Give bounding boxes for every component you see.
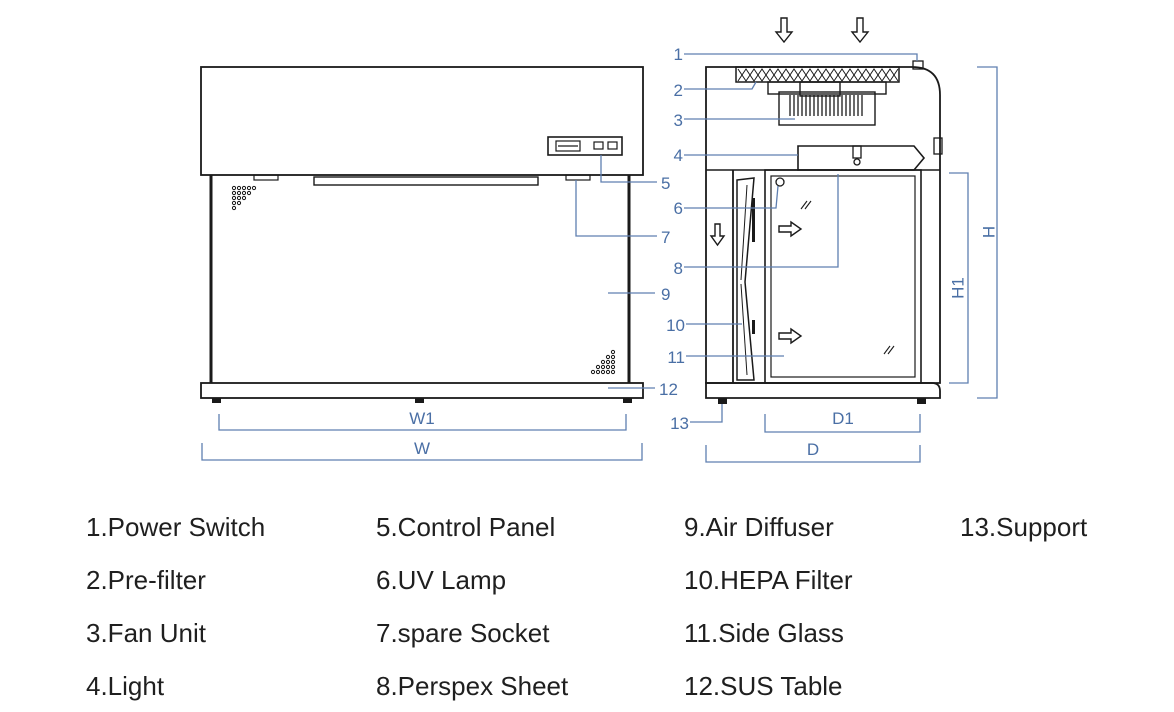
callout-1: 1 <box>674 45 683 64</box>
dim-d-line <box>705 445 921 463</box>
pre-filter-mesh-2 <box>737 68 899 82</box>
callout-4: 4 <box>674 146 683 165</box>
leader-6 <box>684 185 779 209</box>
leader-5 <box>600 155 657 183</box>
callout-2: 2 <box>674 81 683 100</box>
side-outlet-box <box>933 137 943 155</box>
fan-blades <box>789 95 863 116</box>
callout-13: 13 <box>670 414 689 433</box>
side-dimensions <box>705 66 998 463</box>
front-callout-leaders <box>575 155 657 389</box>
legend-item-pre-filter: 2.Pre-filter <box>86 565 206 595</box>
legend-item-hepa-filter: 10.HEPA Filter <box>684 565 853 595</box>
front-foot-left <box>212 398 221 403</box>
control-panel-button-1 <box>593 141 604 150</box>
fan-unit <box>778 91 876 126</box>
glass-reflection-marks <box>800 200 895 355</box>
legend-item-sus-table: 12.SUS Table <box>684 671 843 701</box>
uv-lamp <box>775 177 785 187</box>
dim-h-label: H <box>979 226 998 238</box>
airflow-right-arrow-lower <box>778 327 803 345</box>
leader-2 <box>684 81 757 90</box>
callout-numbers: 1 2 3 4 5 6 7 8 9 10 11 12 13 <box>659 45 689 433</box>
light-housing <box>797 145 926 171</box>
callout-8: 8 <box>674 259 683 278</box>
side-support-foot-left <box>718 398 727 404</box>
side-view <box>705 60 943 404</box>
legend-item-control-panel: 5.Control Panel <box>376 512 556 542</box>
callout-12: 12 <box>659 380 678 399</box>
legend-item-side-glass: 11.Side Glass <box>684 618 844 648</box>
callout-3: 3 <box>674 111 683 130</box>
dim-d1-label: D1 <box>832 409 854 428</box>
leader-13 <box>690 404 723 423</box>
legend-item-power-switch: 1.Power Switch <box>86 512 266 542</box>
front-light-bracket-left <box>253 174 279 181</box>
dim-w1-line <box>218 414 627 431</box>
dim-d-label: D <box>807 440 819 459</box>
dim-w1-label: W1 <box>409 409 435 428</box>
dim-h-line <box>977 66 998 399</box>
callout-10: 10 <box>666 316 685 335</box>
hepa-filter-clip-2 <box>752 320 755 334</box>
dim-h1-label: H1 <box>948 277 967 299</box>
control-panel-display <box>555 140 581 152</box>
side-support-foot-right <box>917 398 926 404</box>
front-top-housing <box>200 66 644 176</box>
legend-item-support: 13.Support <box>960 512 1088 542</box>
sus-table <box>200 382 644 399</box>
front-foot-right <box>623 398 632 403</box>
power-switch <box>912 60 924 70</box>
leader-1 <box>684 53 918 61</box>
legend-item-perspex-sheet: 8.Perspex Sheet <box>376 671 569 701</box>
callout-11: 11 <box>667 348 685 367</box>
airflow-right-arrow-upper <box>778 220 803 238</box>
front-dimensions <box>201 414 643 461</box>
dim-h1-line <box>949 172 969 384</box>
hepa-filter <box>736 177 755 381</box>
callout-5: 5 <box>661 174 670 193</box>
airflow-arrows <box>709 17 870 345</box>
work-area-frame <box>764 169 922 384</box>
dim-w-line <box>201 443 643 461</box>
callout-6: 6 <box>674 199 683 218</box>
light-bulb <box>853 158 861 166</box>
side-base <box>705 382 941 399</box>
control-panel-button-2 <box>607 141 618 150</box>
side-callout-leaders <box>684 53 918 423</box>
hepa-filter-line-2 <box>740 283 748 376</box>
leader-8 <box>684 174 839 268</box>
control-panel <box>547 136 623 156</box>
front-light-bar <box>313 176 539 186</box>
legend-item-fan-unit: 3.Fan Unit <box>86 618 206 648</box>
front-foot-middle <box>415 398 424 403</box>
airflow-in-arrow-right <box>850 17 870 44</box>
dim-w-label: W <box>414 439 430 458</box>
fan-motor <box>799 81 841 97</box>
legend-item-spare-socket: 7.spare Socket <box>376 618 550 648</box>
airflow-in-arrow-left <box>774 17 794 44</box>
hepa-filter-line-1 <box>740 184 748 281</box>
leader-7 <box>575 180 657 237</box>
callout-9: 9 <box>661 285 670 304</box>
callout-7: 7 <box>661 228 670 247</box>
vent-holes-bottom-right <box>590 349 616 375</box>
airflow-down-arrow <box>709 223 726 247</box>
front-view <box>200 66 644 403</box>
hepa-filter-clip-1 <box>752 198 755 242</box>
legend-item-air-diffuser: 9.Air Diffuser <box>684 512 834 542</box>
legend-item-uv-lamp: 6.UV Lamp <box>376 565 507 595</box>
spare-socket <box>565 174 591 181</box>
light-lamp <box>852 145 862 159</box>
dim-d1-line <box>764 414 921 433</box>
vent-holes-top-left <box>231 185 257 211</box>
side-outer-housing <box>705 66 941 384</box>
pre-filter-mesh <box>737 68 899 82</box>
side-glass <box>770 175 916 378</box>
legend-item-light: 4.Light <box>86 671 165 701</box>
